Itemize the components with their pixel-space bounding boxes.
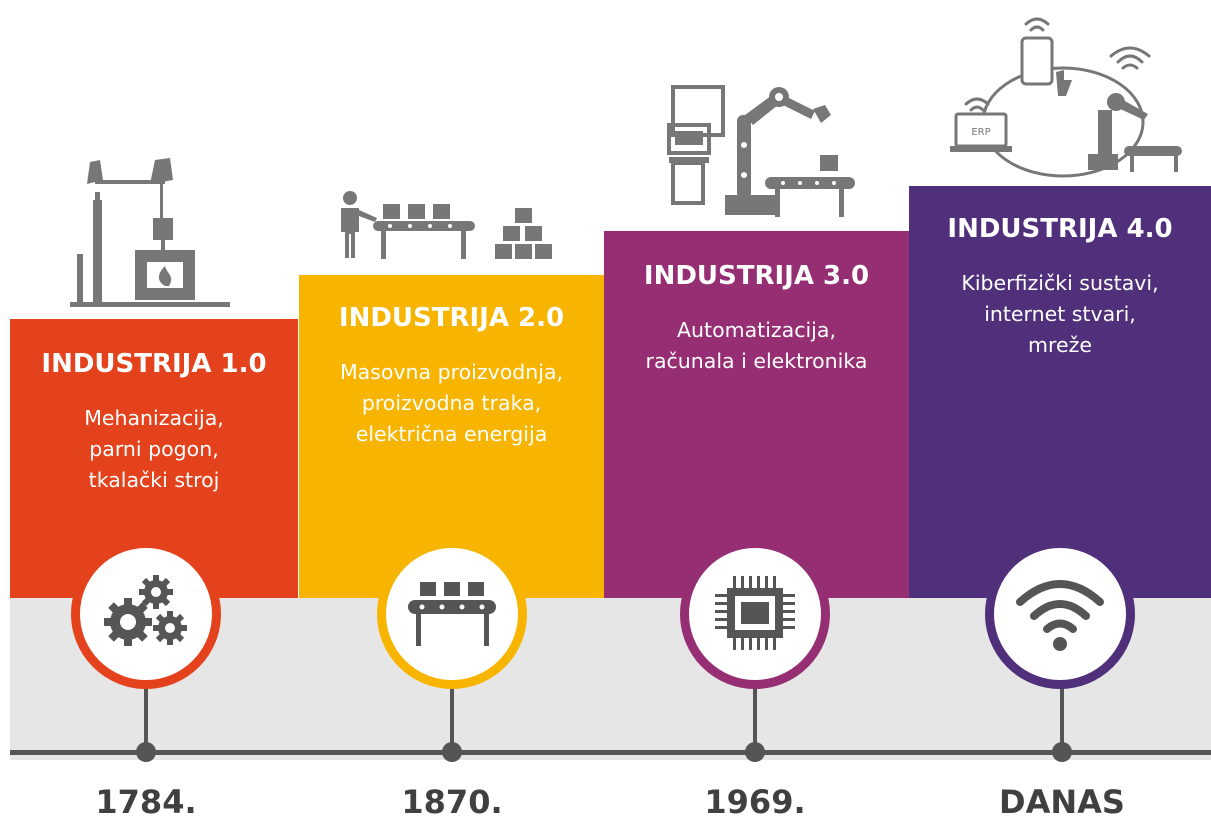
era-title: INDUSTRIJA 1.0 xyxy=(41,349,267,379)
era-date: DANAS xyxy=(999,783,1125,821)
era-title: INDUSTRIJA 2.0 xyxy=(338,303,565,333)
timeline-marker xyxy=(1052,742,1072,762)
timeline-marker xyxy=(442,742,462,762)
connected-devices-illustration: ERP xyxy=(950,17,1182,178)
era-column-industry-1: INDUSTRIJA 1.0 Mehanizacija, parni pogon… xyxy=(10,319,298,598)
robot-arm-illustration xyxy=(667,85,855,217)
era-description: Kiberfizički sustavi, internet stvari, m… xyxy=(909,268,1211,361)
era-badge-industry-4 xyxy=(985,539,1135,689)
era-description-line: Mehanizacija, xyxy=(84,406,224,430)
era-date: 1969. xyxy=(704,783,806,821)
era-description-line: proizvodna traka, xyxy=(361,391,542,415)
era-description-line: mreže xyxy=(1028,333,1092,357)
era-description-line: računala i elektronika xyxy=(645,349,868,373)
steam-pump-illustration xyxy=(70,158,230,307)
era-description-line: tkalački stroj xyxy=(88,468,220,492)
era-date: 1784. xyxy=(95,783,197,821)
era-description: Automatizacija, računala i elektronika xyxy=(604,315,909,377)
wifi-icon xyxy=(1016,580,1104,651)
conveyor-belt-icon xyxy=(408,582,496,646)
microchip-icon xyxy=(715,576,795,650)
era-date: 1870. xyxy=(401,783,503,821)
era-description-line: Automatizacija, xyxy=(677,318,836,342)
era-description-line: Kiberfizički sustavi, xyxy=(961,271,1159,295)
assembly-line-illustration xyxy=(341,191,552,259)
timeline-stem xyxy=(144,680,148,752)
timeline-marker xyxy=(136,742,156,762)
timeline-marker xyxy=(745,742,765,762)
era-description-line: internet stvari, xyxy=(984,302,1136,326)
timeline-stem xyxy=(1060,680,1064,752)
timeline-stem xyxy=(753,680,757,752)
era-description-line: električna energija xyxy=(355,422,548,446)
era-badge-industry-3 xyxy=(680,539,830,689)
era-title: INDUSTRIJA 3.0 xyxy=(643,261,870,291)
erp-label: ERP xyxy=(971,127,990,138)
era-badge-industry-1 xyxy=(71,539,221,689)
timeline-axis xyxy=(10,750,1211,755)
era-description-line: Masovna proizvodnja, xyxy=(339,360,564,384)
era-column-industry-3: INDUSTRIJA 3.0 Automatizacija, računala … xyxy=(604,231,909,598)
timeline-stem xyxy=(450,680,454,752)
gears-icon xyxy=(104,575,187,646)
era-description: Mehanizacija, parni pogon, tkalački stro… xyxy=(10,403,298,496)
era-title: INDUSTRIJA 4.0 xyxy=(947,214,1173,244)
era-description: Masovna proizvodnja, proizvodna traka, e… xyxy=(299,357,604,450)
era-column-industry-4: INDUSTRIJA 4.0 Kiberfizički sustavi, int… xyxy=(909,186,1211,598)
era-description-line: parni pogon, xyxy=(89,437,219,461)
era-badge-industry-2 xyxy=(377,539,527,689)
